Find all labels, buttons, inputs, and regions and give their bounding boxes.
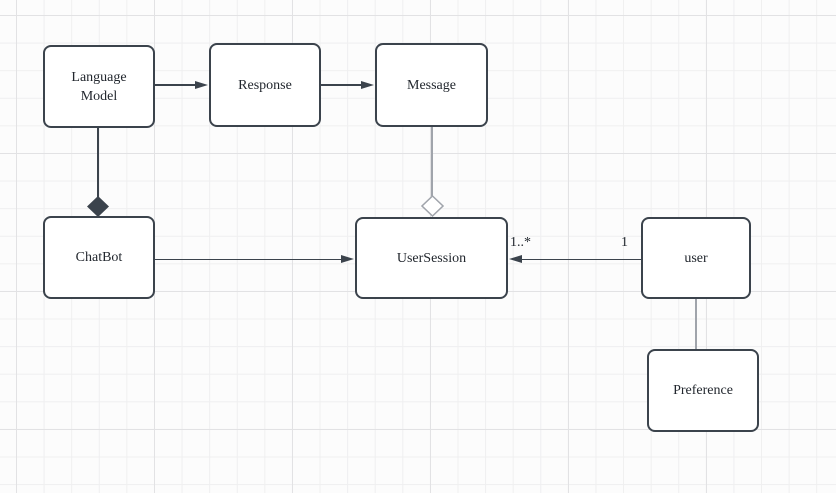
node-chatbot[interactable]: ChatBot — [43, 216, 155, 299]
edge-line — [430, 127, 433, 196]
node-message[interactable]: Message — [375, 43, 488, 127]
edge-line — [154, 258, 342, 261]
multiplicity-label-source: 1 — [621, 235, 628, 250]
arrowhead-right-icon — [361, 80, 374, 89]
node-user[interactable]: user — [641, 217, 751, 299]
edge-line — [694, 299, 697, 349]
node-usersession[interactable]: UserSession — [355, 217, 508, 299]
node-label: Preference — [673, 383, 733, 398]
node-label: Message — [407, 77, 456, 93]
node-label: Language Model — [71, 69, 127, 104]
node-label: Response — [238, 77, 292, 93]
node-preference[interactable]: Preference — [647, 349, 759, 432]
node-language-model[interactable]: Language Model — [43, 45, 155, 128]
aggregation-hollow-diamond-icon — [420, 195, 444, 217]
edge-line — [155, 84, 196, 86]
arrowhead-right-icon — [195, 80, 208, 89]
node-label: UserSession — [396, 250, 467, 266]
node-label: user — [684, 250, 708, 266]
edge-line — [97, 128, 99, 197]
edge-line — [521, 258, 641, 261]
edge-line — [321, 84, 362, 86]
arrowhead-left-icon — [509, 254, 522, 263]
node-response[interactable]: Response — [209, 43, 321, 127]
composition-filled-diamond-icon — [87, 196, 109, 217]
node-label: ChatBot — [75, 250, 123, 265]
arrowhead-right-icon — [341, 254, 354, 263]
multiplicity-label-target: 1..* — [510, 235, 531, 250]
